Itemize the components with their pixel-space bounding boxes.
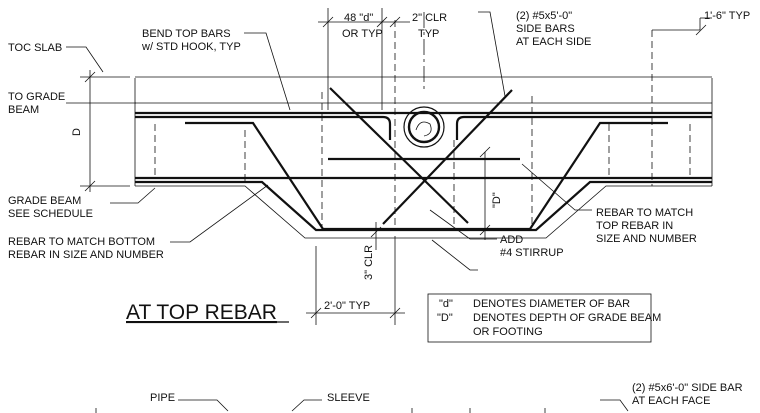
sleeve-label: SLEEVE (327, 392, 370, 404)
notes-box: "d" DENOTES DIAMETER OF BAR "D" DENOTES … (427, 293, 661, 343)
lap-length-label-line1: 48 "d" (344, 12, 373, 24)
beam-bottom-outline (135, 185, 712, 239)
to-grade-beam-label-line1: TO GRADE (8, 91, 65, 103)
add-stirrup-label-line1: ADD (500, 234, 523, 246)
lap-length-label-line2: OR TYP (342, 28, 383, 40)
side-bars-label-line2: SIDE BARS (516, 23, 575, 35)
bottom-rebar (135, 121, 712, 232)
rebar-top-label-line3: SIZE AND NUMBER (596, 233, 697, 245)
side-bar-face-label-line1: (2) #5x6'-0" SIDE BAR (632, 382, 743, 394)
rebar-bottom-label-line2: REBAR IN SIZE AND NUMBER (8, 249, 164, 261)
note-big-d-key: "D" (437, 312, 453, 324)
bend-top-bars-label-line2: w/ STD HOOK, TYP (141, 41, 241, 53)
grade-beam-label-line2: SEE SCHEDULE (8, 208, 93, 220)
bottom-bar (135, 180, 712, 232)
note-footing-text: OR FOOTING (473, 326, 543, 338)
add-stirrup-label-line2: #4 STIRRUP (500, 247, 564, 259)
depth-d-label: D (71, 128, 83, 136)
dimension-lines (80, 8, 712, 325)
side-bars-label-line3: AT EACH SIDE (516, 36, 591, 48)
note-big-d-text: DENOTES DEPTH OF GRADE BEAM (473, 312, 661, 324)
dashed-guides (154, 12, 691, 228)
toc-slab-label: TOC SLAB (8, 42, 62, 54)
detail-title: AT TOP REBAR (126, 301, 277, 324)
hooked-top-bar-right (455, 115, 712, 140)
clear-cover-label-line1: 2" CLR (412, 12, 447, 24)
side-bar-face-label-line2: AT EACH FACE (632, 395, 710, 407)
hooked-top-bar-left (135, 115, 392, 140)
diagonal-bars (328, 87, 520, 225)
pipe-sleeve (403, 106, 445, 148)
note-d-text: DENOTES DIAMETER OF BAR (473, 298, 630, 310)
rebar-top-label-line1: REBAR TO MATCH (596, 207, 693, 219)
typ-1-6-label: 1'-6" TYP (704, 10, 750, 22)
grade-beam-label-line1: GRADE BEAM (8, 195, 81, 207)
leaders (66, 11, 629, 413)
rebar-bottom-label-line1: REBAR TO MATCH BOTTOM (8, 236, 155, 248)
side-bars-label-line1: (2) #5x5'-0" (516, 10, 572, 22)
depth-marker-label: "D" (491, 192, 503, 208)
clear-cover-label-line2: TYP (418, 28, 439, 40)
rebar-top-label-line2: TOP REBAR IN (596, 220, 673, 232)
concrete-outline (134, 76, 713, 239)
to-grade-beam-label-line2: BEAM (8, 104, 39, 116)
pipe-label: PIPE (150, 392, 175, 404)
typ-2-0-label: 2'-0" TYP (324, 300, 370, 312)
note-d-key: "d" (439, 298, 453, 310)
bend-top-bars-label-line1: BEND TOP BARS (142, 28, 231, 40)
clear-3in-label: 3" CLR (363, 245, 375, 280)
